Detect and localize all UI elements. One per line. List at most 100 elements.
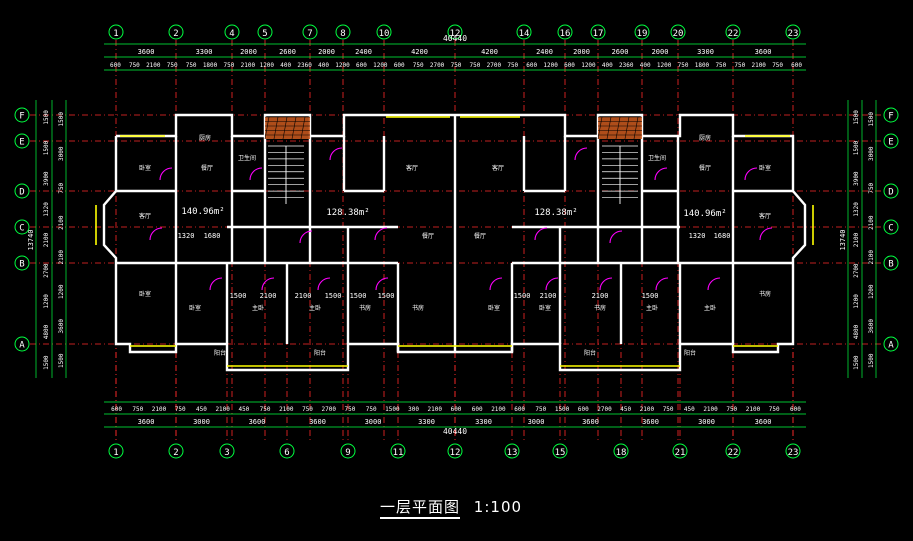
axis-label: 2	[173, 29, 178, 39]
dimension-value: 2000	[652, 48, 669, 56]
dimension-value: 2100	[279, 406, 294, 413]
windows	[95, 116, 814, 367]
axis-bubble	[883, 133, 899, 149]
axis-label: 12	[450, 448, 461, 458]
room-label: 卧室	[139, 164, 151, 172]
dimension-value: 750	[413, 62, 424, 69]
dimension-value: 400	[640, 62, 651, 69]
dimension-value: 2100	[868, 215, 875, 230]
room-label: 餐厅	[699, 164, 711, 172]
dimension-value: 3600	[642, 418, 659, 426]
door-swing	[209, 277, 223, 291]
stair-hatch	[265, 117, 310, 139]
dimension-total-side: 13740	[839, 229, 847, 250]
axis-bubble	[279, 443, 295, 459]
dimension-value: 2100	[703, 406, 718, 413]
axis-label: 18	[616, 448, 627, 458]
dimension-value: 4800	[853, 324, 860, 339]
room-dimension: 1500	[325, 292, 342, 300]
axis-bubble	[219, 443, 235, 459]
door-swing	[375, 277, 389, 291]
dimension-value: 1800	[695, 62, 710, 69]
stair-tread	[273, 116, 279, 140]
room-label: 厨房	[699, 134, 711, 142]
axis-label: F	[888, 112, 893, 122]
dimension-value: 750	[726, 406, 737, 413]
axis-bubble	[168, 443, 184, 459]
axis-bubble	[14, 336, 30, 352]
axis-bubble	[224, 24, 240, 40]
room-label: 书房	[359, 304, 371, 312]
axis-label: 1	[113, 29, 118, 39]
door-swing	[545, 277, 559, 291]
room-label: 阳台	[314, 349, 326, 357]
door-swing	[654, 167, 668, 181]
dimension-value: 2700	[853, 263, 860, 278]
axis-bubble	[883, 107, 899, 123]
stair-tread	[291, 116, 297, 140]
axis-label: F	[19, 112, 24, 122]
dimension-value: 750	[535, 406, 546, 413]
stair-tread	[606, 116, 612, 140]
stair-hatch	[598, 117, 642, 139]
dimension-value: 750	[451, 62, 462, 69]
dimension-value: 400	[318, 62, 329, 69]
room-label: 主卧	[309, 304, 321, 312]
dimension-value: 2100	[640, 406, 655, 413]
axis-bubble	[557, 24, 573, 40]
axis-label: D	[19, 188, 24, 198]
axis-bubble	[590, 24, 606, 40]
door-swing	[374, 227, 388, 241]
axis-bubble	[376, 24, 392, 40]
dimension-value: 2100	[853, 232, 860, 247]
dimension-value: 750	[469, 62, 480, 69]
dimension-value: 1500	[58, 353, 65, 368]
dimension-value: 4800	[43, 324, 50, 339]
dimension-value: 450	[620, 406, 631, 413]
axis-bubble	[725, 24, 741, 40]
axis-bubble	[447, 443, 463, 459]
dimension-total-side: 13740	[27, 229, 35, 250]
axis-label: 5	[262, 29, 267, 39]
dimension-value: 750	[224, 62, 235, 69]
axis-bubble	[14, 183, 30, 199]
dimension-value: 750	[507, 62, 518, 69]
dimension-value: 1500	[853, 140, 860, 155]
axis-label: 3	[224, 448, 229, 458]
drawing-title-text: 一层平面图	[380, 498, 461, 519]
dimension-value: 1200	[43, 294, 50, 309]
dimension-value: 2400	[536, 48, 553, 56]
door-swing	[599, 277, 613, 291]
dimension-value: 1200	[58, 284, 65, 299]
dimension-value: 3600	[249, 418, 266, 426]
dimension-value: 1500	[868, 112, 875, 127]
walls	[102, 113, 807, 372]
room-label: 客厅	[139, 212, 151, 220]
axis-bubble	[672, 443, 688, 459]
room-area: 140.96m²	[683, 209, 726, 219]
axis-label: 22	[728, 29, 739, 39]
dimension-value: 2100	[215, 406, 230, 413]
dimension-total-top: 40440	[443, 34, 467, 43]
dimension-total-bottom: 40440	[443, 427, 467, 436]
dimension-value: 600	[578, 406, 589, 413]
axis-bubble	[883, 219, 899, 235]
room-dimension: 2100	[295, 292, 312, 300]
axis-bubble	[552, 443, 568, 459]
dimension-value: 1500	[868, 353, 875, 368]
dimension-value: 2700	[322, 406, 337, 413]
axis-label: 14	[519, 29, 530, 39]
axis-label: 15	[555, 448, 566, 458]
room-label: 主卧	[252, 304, 264, 312]
door-swing	[261, 277, 275, 291]
dimension-value: 450	[196, 406, 207, 413]
dimension-value: 600	[790, 406, 801, 413]
dimension-value: 1200	[853, 294, 860, 309]
dimension-value: 750	[186, 62, 197, 69]
door-swing	[249, 167, 263, 181]
dimension-value: 600	[526, 62, 537, 69]
door-swing	[299, 230, 313, 244]
dimension-value: 400	[280, 62, 291, 69]
axis-bubble	[613, 443, 629, 459]
